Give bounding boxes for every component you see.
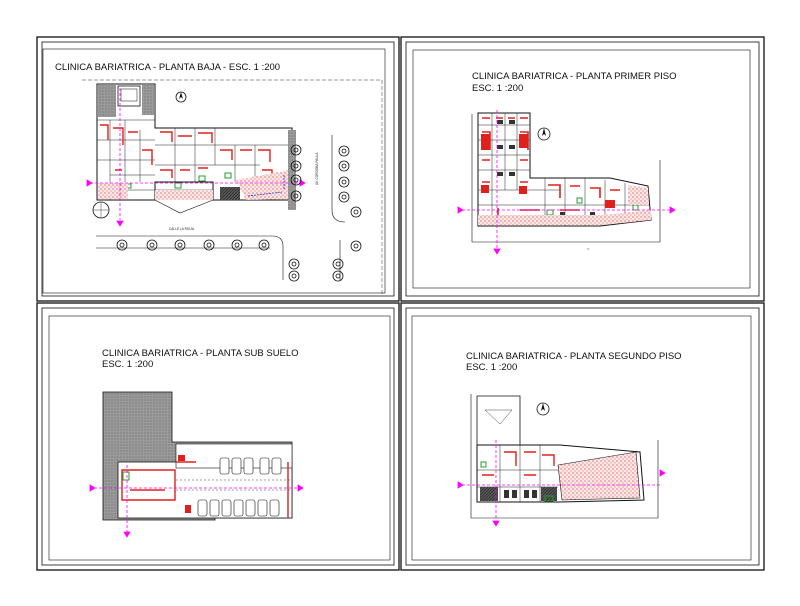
sheet4-scale: ESC. 1 :200 bbox=[466, 362, 517, 373]
tree-icons bbox=[116, 144, 362, 282]
plan-planta-segundo-piso bbox=[457, 394, 666, 527]
sheet2-title: CLINICA BARIATRICA - PLANTA PRIMER PISO bbox=[472, 71, 676, 82]
sheet4-title: CLINICA BARIATRICA - PLANTA SEGUNDO PISO bbox=[466, 351, 682, 362]
north-arrow-icon bbox=[536, 402, 550, 416]
sheet3-scale: ESC. 1 :200 bbox=[102, 359, 153, 370]
parking-car-icons bbox=[197, 457, 282, 517]
north-arrow-icon bbox=[175, 91, 187, 103]
plan-planta-sub-suelo bbox=[89, 391, 304, 538]
level-mark-icon: ▽ bbox=[587, 247, 590, 251]
plan-planta-baja: CALLE LA RIOJA AV. CORDOBA PAULA bbox=[82, 79, 383, 294]
north-arrow-icon bbox=[537, 127, 551, 141]
sheet1-title: CLINICA BARIATRICA - PLANTA BAJA - ESC. … bbox=[55, 62, 280, 73]
sheet2-scale: ESC. 1 :200 bbox=[472, 83, 523, 94]
street-label-bottom: CALLE LA RIOJA bbox=[169, 227, 195, 231]
plan-planta-primer-piso: ▽ bbox=[457, 110, 676, 255]
sheet-frames bbox=[36, 36, 765, 571]
street-label-side: AV. CORDOBA PAULA bbox=[315, 152, 319, 185]
sheet3-title: CLINICA BARIATRICA - PLANTA SUB SUELO bbox=[102, 348, 299, 359]
